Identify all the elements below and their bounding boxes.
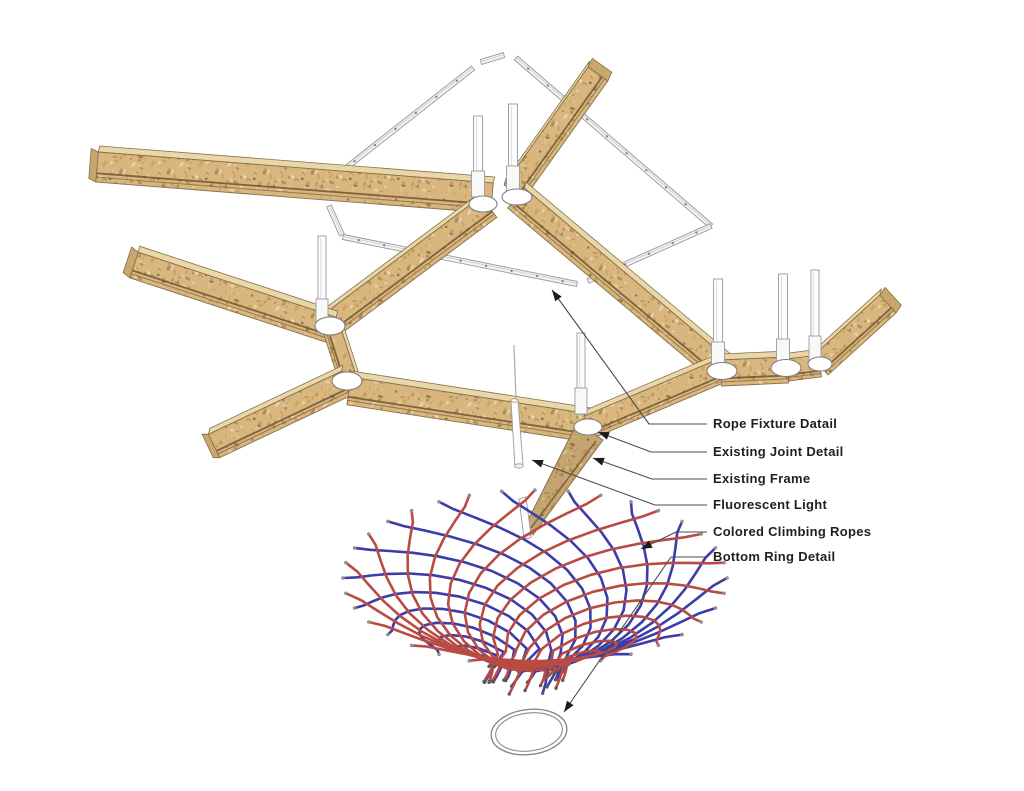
beam-top-right-diag xyxy=(506,181,733,382)
mounting-post xyxy=(776,273,790,366)
climbing-rope xyxy=(428,494,511,682)
light-rail xyxy=(479,52,506,65)
climbing-rope xyxy=(353,590,541,662)
leader-bottom-ring-detail xyxy=(563,556,707,713)
mounting-post xyxy=(574,332,588,415)
rope-fixture-disc xyxy=(501,188,533,206)
arrowhead-icon xyxy=(641,540,653,549)
beam-bottom xyxy=(346,370,594,443)
red-rope-family xyxy=(344,488,726,696)
climbing-rope xyxy=(478,509,660,683)
label-existing-joint-detail: Existing Joint Detail xyxy=(713,444,844,459)
beam-right-c xyxy=(811,286,902,376)
rope-fixture-disc xyxy=(314,316,346,336)
rope-fixture-disc xyxy=(468,195,498,213)
rope-fixture-disc xyxy=(807,356,833,372)
climbing-rope xyxy=(386,520,577,681)
label-rope-fixture-detail: Rope Fixture Datail xyxy=(713,416,837,431)
arrowhead-icon xyxy=(532,460,544,468)
annotation-labels: Rope Fixture Datail Existing Joint Detai… xyxy=(713,416,871,564)
beam-bottom-right xyxy=(583,353,727,439)
annotation-leaders xyxy=(531,289,707,713)
rope-fixture-disc xyxy=(706,361,738,381)
fluorescent-tube xyxy=(510,344,524,469)
climbing-rope xyxy=(510,582,726,662)
arrowhead-icon xyxy=(598,432,610,440)
climbing-rope xyxy=(493,561,726,668)
beam-right-a xyxy=(719,350,790,387)
existing-frame-beams xyxy=(88,57,902,536)
climbing-rope xyxy=(367,532,535,692)
light-rail xyxy=(341,233,579,288)
label-bottom-ring-detail: Bottom Ring Detail xyxy=(713,549,835,564)
beam-lower-left-diag xyxy=(201,364,354,459)
climbing-rope xyxy=(529,614,662,670)
label-existing-frame: Existing Frame xyxy=(713,471,810,486)
climbing-rope xyxy=(341,572,553,667)
rope-fixture-disc xyxy=(573,418,603,436)
climbing-rope xyxy=(367,620,571,690)
climbing-rope xyxy=(463,494,602,683)
mounting-post xyxy=(711,278,725,369)
leader-existing-frame xyxy=(592,457,707,480)
label-colored-climbing-ropes: Colored Climbing Ropes xyxy=(713,524,871,539)
beam-upper-diagonal xyxy=(503,57,613,200)
light-rail xyxy=(326,204,345,237)
beam-mid-left xyxy=(122,245,339,344)
leader-colored-climbing-ropes xyxy=(640,531,707,550)
bottom-ring xyxy=(490,708,568,756)
arrowhead-icon xyxy=(552,290,562,302)
climbing-rope xyxy=(519,599,703,665)
leader-rope-fixture-detail xyxy=(551,289,707,425)
leader-fluorescent-light xyxy=(531,459,707,506)
leader-existing-joint-detail xyxy=(597,431,707,453)
beam-top-left xyxy=(88,145,496,214)
rope-fixture-disc xyxy=(331,371,363,391)
arrowhead-icon xyxy=(564,700,574,712)
mounting-post xyxy=(506,103,520,193)
mounting-post xyxy=(808,269,822,363)
mounting-posts xyxy=(315,103,822,415)
light-rail xyxy=(339,65,476,174)
beam-top-left-diag xyxy=(322,189,498,337)
arrowhead-icon xyxy=(593,457,605,466)
joint-discs xyxy=(314,188,833,436)
climbing-rope xyxy=(546,627,638,676)
climbing-rope xyxy=(353,546,564,674)
mounting-post xyxy=(315,235,329,326)
climbing-rope xyxy=(488,532,703,668)
climbing-rope xyxy=(410,644,586,682)
label-fluorescent-light: Fluorescent Light xyxy=(713,497,828,512)
climbing-rope xyxy=(406,509,522,696)
climbing-rope-net xyxy=(341,488,729,696)
rope-fixture-disc xyxy=(770,358,802,378)
bottom-ring-ellipse xyxy=(490,708,568,756)
mounting-post xyxy=(471,115,485,198)
